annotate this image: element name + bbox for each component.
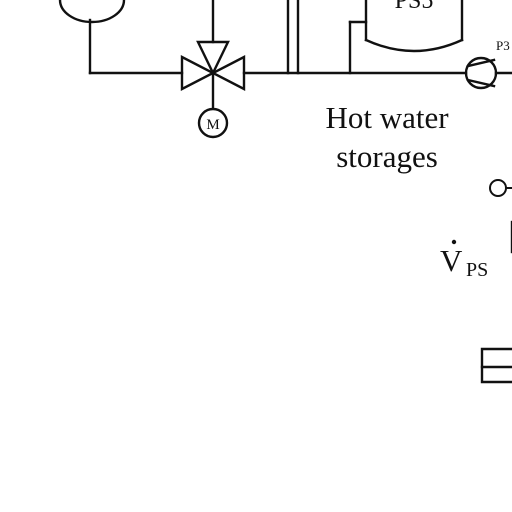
motor-icon: M xyxy=(197,107,229,139)
flow-dot xyxy=(451,239,457,245)
motor-label: M xyxy=(206,117,219,133)
storage-caption-line2: storages xyxy=(336,139,438,174)
pump-label: P3 xyxy=(496,38,510,53)
flow-symbol-subscript: PS xyxy=(466,259,488,281)
tank-icon: PS5 xyxy=(364,0,464,53)
three-way-valve-icon xyxy=(180,40,246,110)
pump-icon xyxy=(464,56,512,90)
flow-symbol-base: V xyxy=(440,243,463,278)
top-left-circle xyxy=(58,0,126,24)
flow-sensor-icon xyxy=(489,179,512,197)
partial-component-right xyxy=(480,347,512,384)
flow-rate-symbol: V PS xyxy=(440,239,488,281)
tank-label: PS5 xyxy=(395,0,434,14)
storage-caption-line1: Hot water xyxy=(325,100,449,135)
